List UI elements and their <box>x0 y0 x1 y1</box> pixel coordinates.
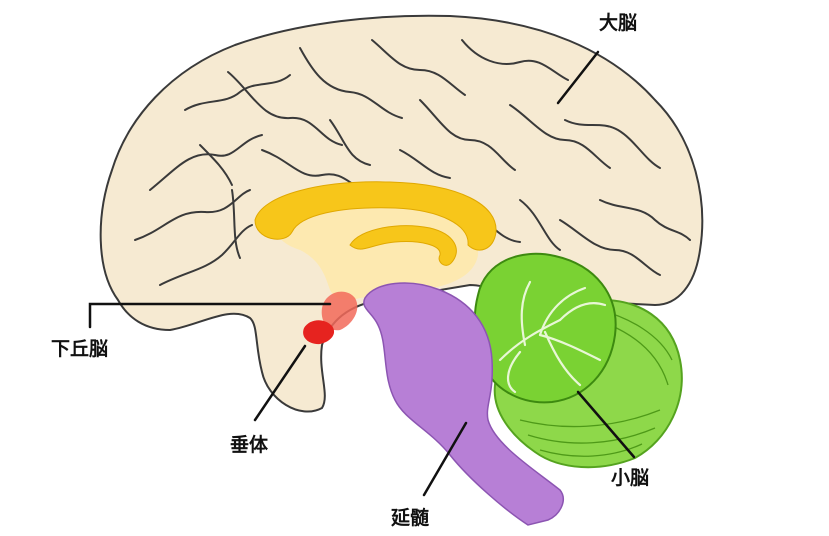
brainstem-region <box>363 282 564 526</box>
fornix <box>349 225 457 266</box>
arbor-vitae <box>498 280 607 394</box>
sulci-lines <box>134 39 691 286</box>
leader-line-cerebrum <box>556 50 600 105</box>
corpus-callosum <box>254 181 497 251</box>
leader-line-cerebellum <box>576 390 636 459</box>
pituitary-region <box>303 320 335 345</box>
leader-line-pituitary <box>253 344 307 422</box>
label-medulla: 延髄 <box>391 507 430 529</box>
leader-lines <box>88 50 636 497</box>
label-hypothalamus: 下丘脳 <box>51 338 109 360</box>
label-cerebrum: 大脳 <box>599 12 638 34</box>
label-pituitary: 垂体 <box>230 434 269 456</box>
hypothalamus-region <box>321 291 358 331</box>
leader-line-hypothalamus <box>88 302 332 329</box>
label-cerebellum: 小脳 <box>611 467 650 489</box>
leader-line-medulla <box>422 421 468 497</box>
